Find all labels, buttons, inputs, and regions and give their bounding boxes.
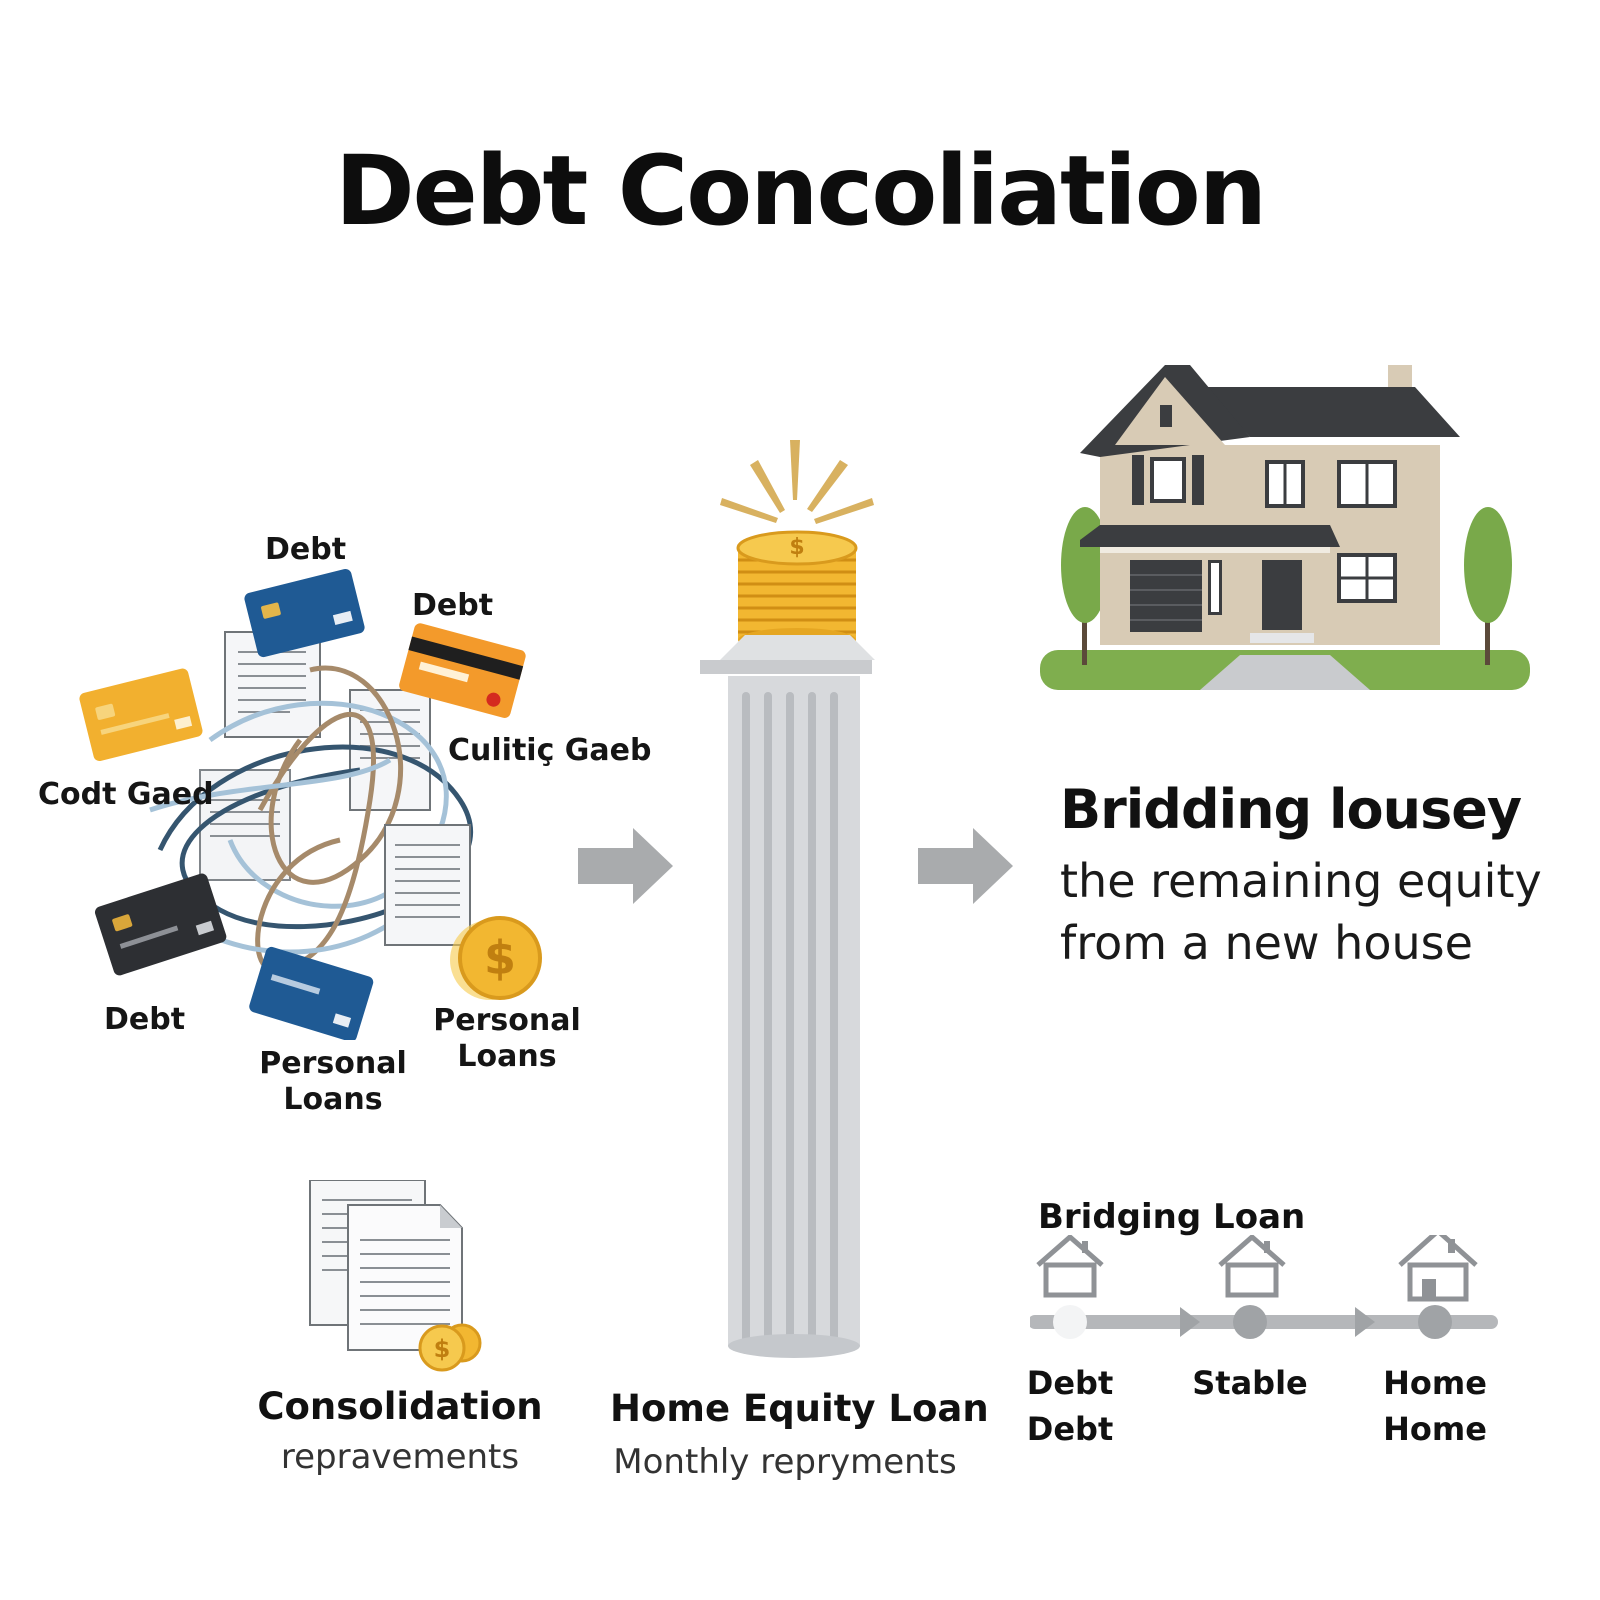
tree-icon [1464,507,1512,665]
label-personal-loans-center: Personal Loans [258,1046,408,1118]
home-equity-subtitle: Monthly repryments [613,1442,957,1482]
credit-card-blue-icon [244,569,365,658]
timeline-label: Home [1383,1410,1487,1448]
timeline-label: Stable [1192,1364,1308,1402]
label-personal-loans-right: Personal Loans [432,1003,582,1075]
svg-text:$: $ [789,535,804,560]
document-icon [384,824,471,946]
sparkle-icon [720,440,874,524]
dollar-coin-icon: $ [450,916,542,1000]
label-culitig-gaeb: Culitiç Gaeb [448,733,652,768]
label-line: Personal [433,1003,581,1038]
house-illustration [1040,365,1530,690]
label-debt-top-right: Debt [412,588,494,623]
arrow-right-icon [578,828,673,904]
label-line: Loans [457,1039,557,1074]
arrow-right-icon [918,828,1013,904]
label-line: Personal [259,1046,407,1081]
page-title: Debt Concoliation [334,135,1267,247]
description-line: from a new house [1060,916,1473,970]
bridging-heading: Bridding lousey [1060,778,1522,841]
coin-stack-icon: $ [736,530,858,652]
svg-text:$: $ [484,931,516,985]
credit-card-blue-icon [249,946,374,1040]
consolidation-subtitle: repravements [280,1437,520,1477]
timeline-title: Bridging Loan [1038,1197,1306,1237]
timeline-label: Debt [1026,1410,1114,1448]
home-equity-title: Home Equity Loan [610,1387,989,1430]
credit-card-dark-icon [94,873,227,976]
consolidation-title: Consolidation [257,1385,543,1428]
credit-card-orange-icon [399,623,526,718]
bridging-timeline [1030,1235,1498,1339]
house-outline-icon [1036,1235,1104,1298]
description-line: the remaining equity [1060,854,1542,908]
pillar-with-coins-illustration: $ [700,440,875,1358]
svg-text:$: $ [434,1335,451,1363]
label-debt-top: Debt [265,532,347,567]
debt-tangle-illustration: $ [79,569,542,1040]
label-debt-bottom-left: Debt [104,1002,186,1037]
credit-card-yellow-icon [79,668,203,761]
timeline-label: Home [1383,1364,1487,1402]
house-outline-icon [1218,1235,1286,1298]
timeline-stop-debt: Debt Debt [1000,1360,1140,1452]
timeline-stop-home: Home Home [1365,1360,1505,1452]
label-line: Loans [283,1082,383,1117]
bridging-description: the remaining equity from a new house [1060,850,1580,974]
label-codt-gaed: Codt Gaed [38,777,214,812]
house-outline-icon [1398,1235,1478,1302]
timeline-stop-stable: Stable [1180,1360,1320,1406]
documents-with-coins-icon: $ [309,1180,482,1372]
timeline-label: Debt [1026,1364,1114,1402]
